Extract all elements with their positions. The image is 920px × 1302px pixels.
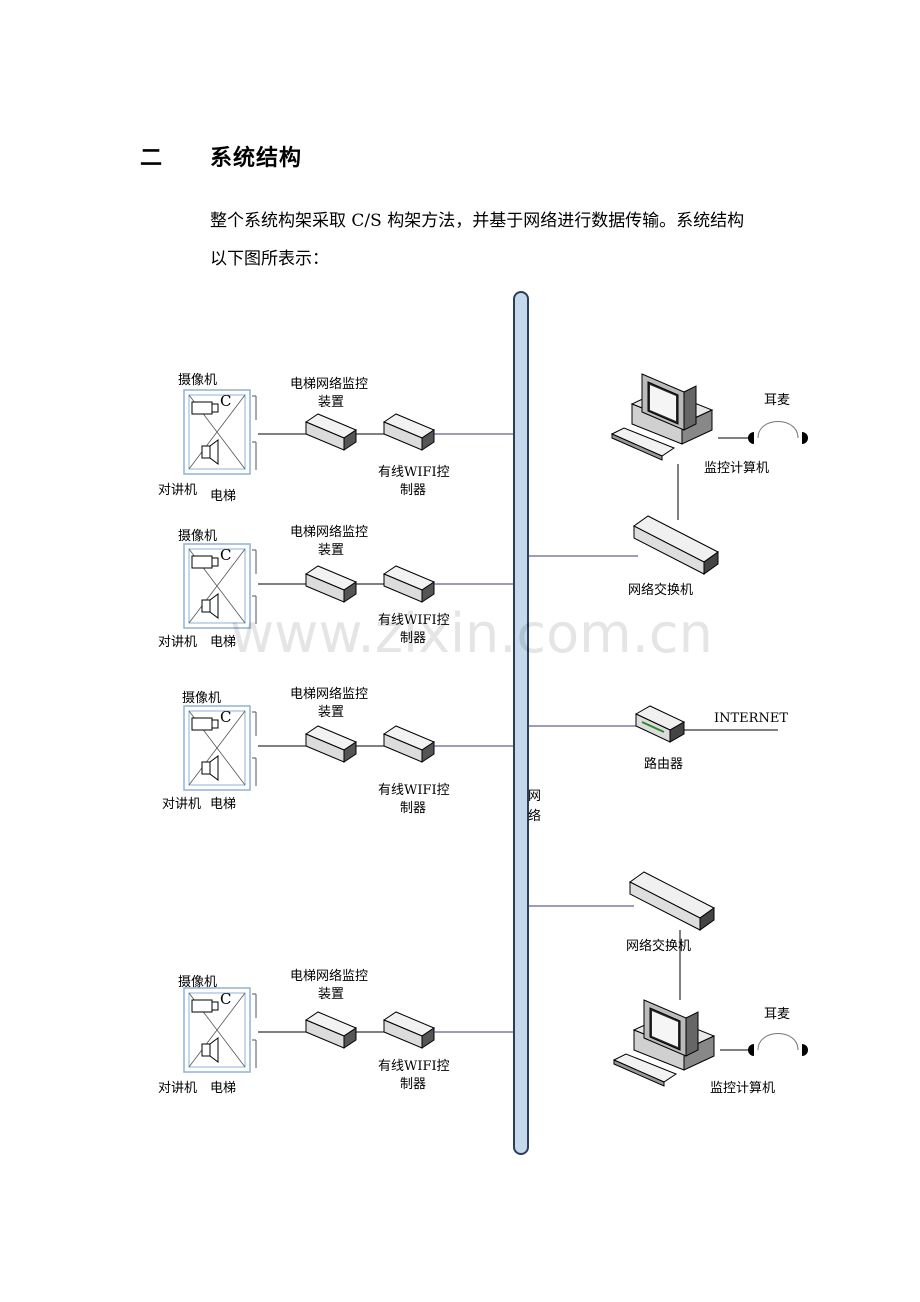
monitor-device-icon: [305, 725, 357, 763]
switch-icon: [633, 515, 719, 575]
headset-label: 耳麦: [764, 393, 790, 408]
headset-label: 耳麦: [764, 1007, 790, 1022]
headset-icon: [747, 1033, 809, 1057]
wifi-controller-label-2: 制器: [400, 801, 426, 816]
wifi-controller-icon: [383, 565, 435, 603]
router-group: INTERNET 路由器: [528, 705, 788, 772]
monitor-device-label-1: 电梯网络监控: [290, 524, 368, 540]
monitor-station-top: 监控计算机 耳麦 网络交换机: [528, 373, 809, 598]
elevator-label: 电梯: [210, 797, 236, 812]
intercom-label: 对讲机: [158, 483, 197, 498]
intercom-label: 对讲机: [162, 797, 201, 812]
switch-label: 网络交换机: [626, 938, 691, 954]
elevator-row-2: 摄像机 C 对讲机 电梯 电梯网络监控 装置 有线WIFI控 制器: [158, 524, 514, 650]
camera-mark: C: [220, 990, 231, 1008]
switch-icon: [629, 871, 715, 931]
router-label: 路由器: [644, 756, 683, 772]
elevator-row-1: 摄像机 C 对讲机 电梯 电梯网络监控 装置 有线WIFI控 制器: [158, 373, 514, 504]
watermark: www.zixin.com.cn: [230, 602, 713, 665]
monitor-device-label-1: 电梯网络监控: [290, 968, 368, 984]
wifi-controller-label-2: 制器: [400, 631, 426, 646]
monitor-device-label-1: 电梯网络监控: [290, 686, 368, 702]
network-backbone: [513, 291, 529, 1155]
network-label-1: 网: [528, 789, 541, 804]
wifi-controller-label-2: 制器: [400, 1077, 426, 1092]
intercom-label: 对讲机: [158, 635, 197, 650]
wifi-controller-label-1: 有线WIFI控: [378, 1059, 450, 1074]
wifi-controller-label-1: 有线WIFI控: [378, 613, 450, 628]
elevator-label: 电梯: [210, 489, 236, 504]
camera-label: 摄像机: [178, 373, 217, 388]
monitor-device-icon: [305, 565, 357, 603]
camera-label: 摄像机: [178, 529, 217, 544]
wifi-controller-label-1: 有线WIFI控: [378, 783, 450, 798]
monitor-device-label-2: 装置: [318, 395, 344, 410]
elevator-row-4: 摄像机 C 对讲机 电梯 电梯网络监控 装置 有线WIFI控 制器: [158, 968, 514, 1096]
network-label-2: 络: [528, 808, 541, 824]
headset-icon: [747, 421, 809, 445]
wifi-controller-icon: [383, 413, 435, 451]
camera-label: 摄像机: [178, 975, 217, 990]
switch-label: 网络交换机: [628, 582, 693, 598]
computer-icon: [613, 999, 715, 1087]
elevator-label: 电梯: [210, 1081, 236, 1096]
monitor-device-label-1: 电梯网络监控: [290, 376, 368, 392]
internet-label: INTERNET: [714, 711, 788, 726]
camera-label: 摄像机: [182, 691, 221, 706]
wifi-controller-label-1: 有线WIFI控: [378, 465, 450, 480]
wifi-controller-icon: [383, 1011, 435, 1049]
camera-mark: C: [220, 392, 231, 410]
wifi-controller-label-2: 制器: [400, 483, 426, 498]
section-title: 系统结构: [210, 145, 303, 171]
monitor-device-label-2: 装置: [318, 705, 344, 720]
paragraph-line-2: 以下图所表示：: [210, 249, 329, 269]
section-number: 二: [140, 145, 163, 171]
camera-mark: C: [220, 546, 231, 564]
elevator-label: 电梯: [210, 635, 236, 650]
wifi-controller-icon: [383, 725, 435, 763]
monitor-station-bottom: 网络交换机 监控计算机 耳麦: [528, 871, 809, 1096]
elevator-row-3: 摄像机 C 对讲机 电梯 电梯网络监控 装置 有线WIFI控 制器: [162, 686, 514, 816]
router-icon: [634, 705, 686, 743]
paragraph-line-1: 整个系统构架采取 C/S 构架方法，并基于网络进行数据传输。系统结构: [210, 211, 745, 231]
computer-icon: [611, 373, 713, 461]
camera-mark: C: [220, 708, 231, 726]
monitor-device-icon: [305, 413, 357, 451]
intercom-label: 对讲机: [158, 1081, 197, 1096]
monitor-computer-label: 监控计算机: [710, 1081, 775, 1096]
monitor-computer-label: 监控计算机: [704, 461, 769, 476]
monitor-device-icon: [305, 1011, 357, 1049]
monitor-device-label-2: 装置: [318, 543, 344, 558]
monitor-device-label-2: 装置: [318, 987, 344, 1002]
